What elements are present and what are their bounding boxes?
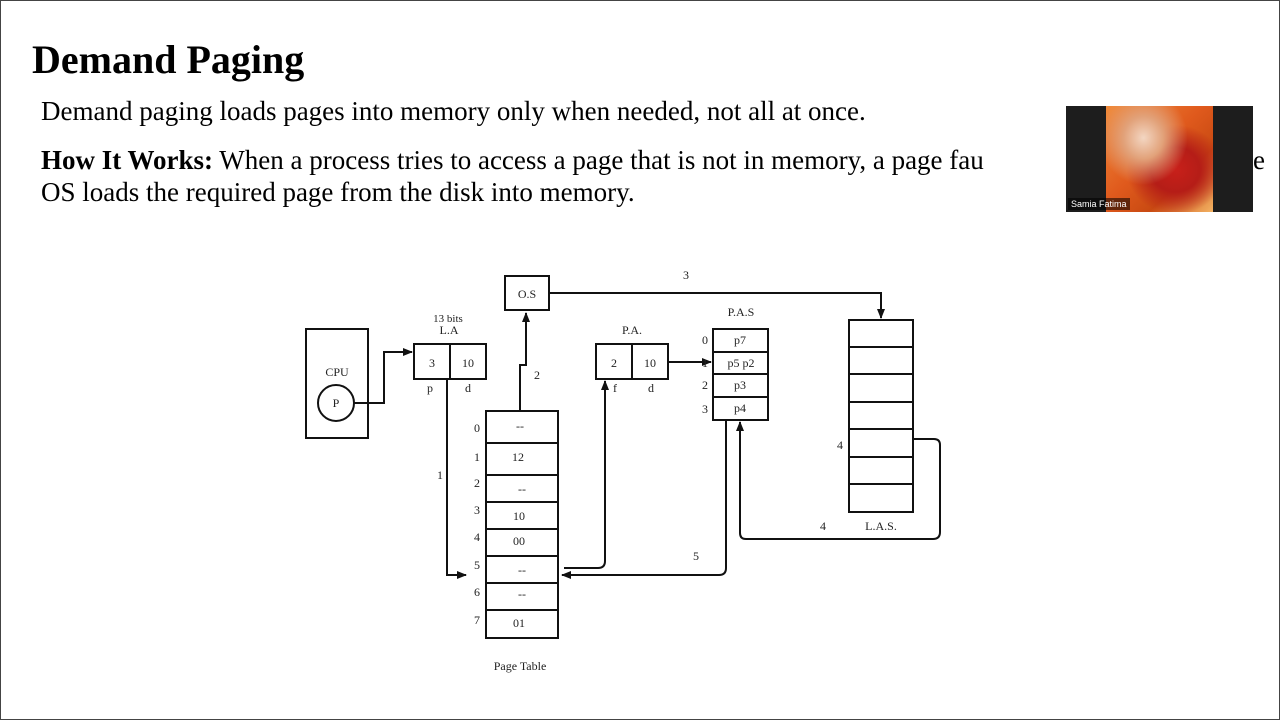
page-table-value: 01 — [513, 616, 525, 630]
page-table-value: -- — [516, 419, 524, 433]
pas-index: 0 — [702, 333, 708, 347]
la-p-label: p — [427, 381, 433, 395]
cpu-to-la-arrow — [354, 348, 413, 404]
step-label: 4 — [837, 438, 843, 452]
pas-index: 2 — [702, 378, 708, 392]
cpu-box — [305, 328, 369, 439]
page-table-index: 0 — [474, 421, 480, 435]
page-table-index: 5 — [474, 558, 480, 572]
pas-value: p5 p2 — [728, 356, 755, 370]
cpu-label: CPU — [325, 365, 349, 379]
la-page-value: 3 — [429, 356, 435, 370]
pas-value: p3 — [734, 378, 746, 392]
page-table-value: -- — [518, 563, 526, 577]
definition-text: Demand paging loads pages into memory on… — [41, 96, 866, 126]
step-label: 2 — [534, 368, 540, 382]
how-it-works-line2: OS loads the required page from the disk… — [41, 177, 635, 207]
step-label: 1 — [437, 468, 443, 482]
how-it-works-label: How It Works: — [41, 145, 214, 175]
page-table-to-pa-arrow — [564, 380, 609, 569]
page-table-value: -- — [518, 482, 526, 496]
pas-value: p7 — [734, 333, 746, 347]
pa-label: P.A. — [622, 323, 642, 337]
pas-index: 3 — [702, 402, 708, 416]
participant-name: Samia Fatima — [1068, 198, 1130, 210]
la-d-label: d — [465, 381, 471, 395]
step-label: 4 — [820, 519, 826, 533]
la-offset-value: 10 — [462, 356, 474, 370]
logical-address-space — [848, 319, 914, 513]
slide-title: Demand Paging — [32, 37, 305, 82]
page-table-value: -- — [518, 587, 526, 601]
how-it-works-tail: e — [1253, 145, 1265, 175]
page-table-index: 6 — [474, 585, 480, 599]
step-label: 5 — [693, 549, 699, 563]
os-to-las-arrow — [549, 292, 885, 319]
page-table-label: Page Table — [494, 659, 547, 673]
os-label: O.S — [518, 287, 536, 301]
page-table-index: 7 — [474, 613, 480, 627]
how-it-works-paragraph: How It Works: When a process tries to ac… — [41, 144, 1271, 208]
las-to-pas-arrow — [736, 421, 941, 540]
pas-to-page-table-arrow — [561, 420, 727, 579]
page-table-box — [485, 410, 559, 639]
page-table-value: 10 — [513, 509, 525, 523]
page-table-to-os-arrow — [519, 312, 530, 411]
pas-label: P.A.S — [728, 305, 755, 319]
page-table-index: 1 — [474, 450, 480, 464]
pa-offset-value: 10 — [644, 356, 656, 370]
pas-value: p4 — [734, 401, 746, 415]
pa-f-label: f — [613, 381, 617, 395]
participant-video-image — [1106, 106, 1213, 212]
page-table-index: 4 — [474, 530, 480, 544]
participant-video-tile[interactable]: Samia Fatima — [1066, 106, 1253, 212]
page-table-value: 00 — [513, 534, 525, 548]
la-to-page-table-arrow — [446, 379, 467, 579]
las-label: L.A.S. — [865, 519, 897, 533]
process-label: P — [333, 396, 340, 410]
pa-d-label: d — [648, 381, 654, 395]
la-bits-label: 13 bits — [433, 313, 463, 325]
how-it-works-text: When a process tries to access a page th… — [213, 145, 984, 175]
pas-index: 1 — [702, 356, 708, 370]
page-table-index: 3 — [474, 503, 480, 517]
la-label: L.A — [440, 323, 459, 337]
pa-frame-value: 2 — [611, 356, 617, 370]
page-table-value: 12 — [512, 450, 524, 464]
page-table-index: 2 — [474, 476, 480, 490]
step-label: 3 — [683, 268, 689, 282]
